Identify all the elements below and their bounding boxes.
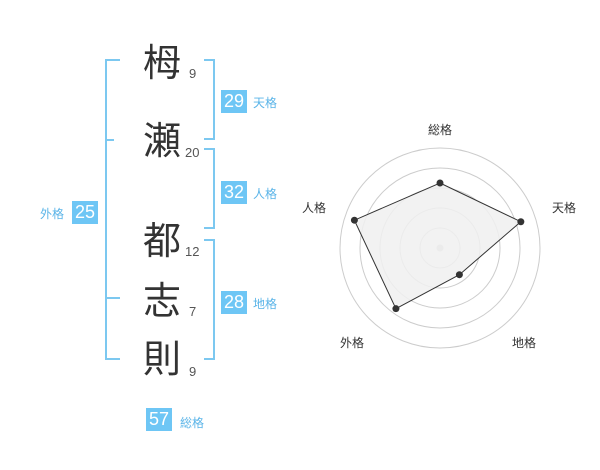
radar-axis-label-jinkaku: 人格 <box>301 201 326 215</box>
chikaku-bracket <box>204 239 215 360</box>
radar-ring-4 <box>359 167 521 329</box>
radar-point-1 <box>436 179 444 187</box>
gaikaku-label: 外格 <box>40 207 65 221</box>
radar-ring-5 <box>339 147 541 349</box>
name-character-4: 志 <box>142 279 181 323</box>
jinkaku-value-badge: 32 <box>221 181 247 204</box>
tenkaku-value-badge: 29 <box>221 90 247 113</box>
radar-points <box>350 179 525 313</box>
chikaku-label: 地格 <box>253 297 278 311</box>
radar-axis-label-gaikaku: 外格 <box>339 336 364 350</box>
chikaku-value-badge: 28 <box>221 291 247 314</box>
soukaku-label: 総格 <box>180 416 205 430</box>
gaikaku-value-badge: 25 <box>72 201 98 224</box>
name-character-5: 則 <box>142 337 181 381</box>
radar-data-polygon <box>353 182 522 310</box>
stroke-count-2: 20 <box>185 145 200 160</box>
tenkaku-label: 天格 <box>253 96 278 110</box>
radar-point-4 <box>392 305 400 313</box>
jinkaku-label: 人格 <box>253 187 278 201</box>
gaikaku-bracket <box>105 59 120 360</box>
stroke-count-4: 7 <box>189 304 197 319</box>
stroke-count-5: 9 <box>189 364 197 379</box>
radar-axis-label-chikaku: 地格 <box>511 336 536 350</box>
stroke-count-1: 9 <box>189 66 197 81</box>
radar-point-2 <box>517 218 525 226</box>
stroke-count-3: 12 <box>185 244 200 259</box>
radar-point-5 <box>350 216 358 224</box>
name-character-1: 栂 <box>142 41 181 85</box>
radar-point-3 <box>455 271 463 279</box>
name-character-3: 都 <box>142 219 181 263</box>
jinkaku-bracket <box>204 148 215 229</box>
tenkaku-bracket <box>204 59 215 140</box>
name-character-2: 瀬 <box>142 119 181 163</box>
radar-axis-label-tenkaku: 天格 <box>551 201 576 215</box>
radar-axis-label-soukaku: 総格 <box>427 123 452 137</box>
soukaku-value-badge: 57 <box>146 408 172 431</box>
